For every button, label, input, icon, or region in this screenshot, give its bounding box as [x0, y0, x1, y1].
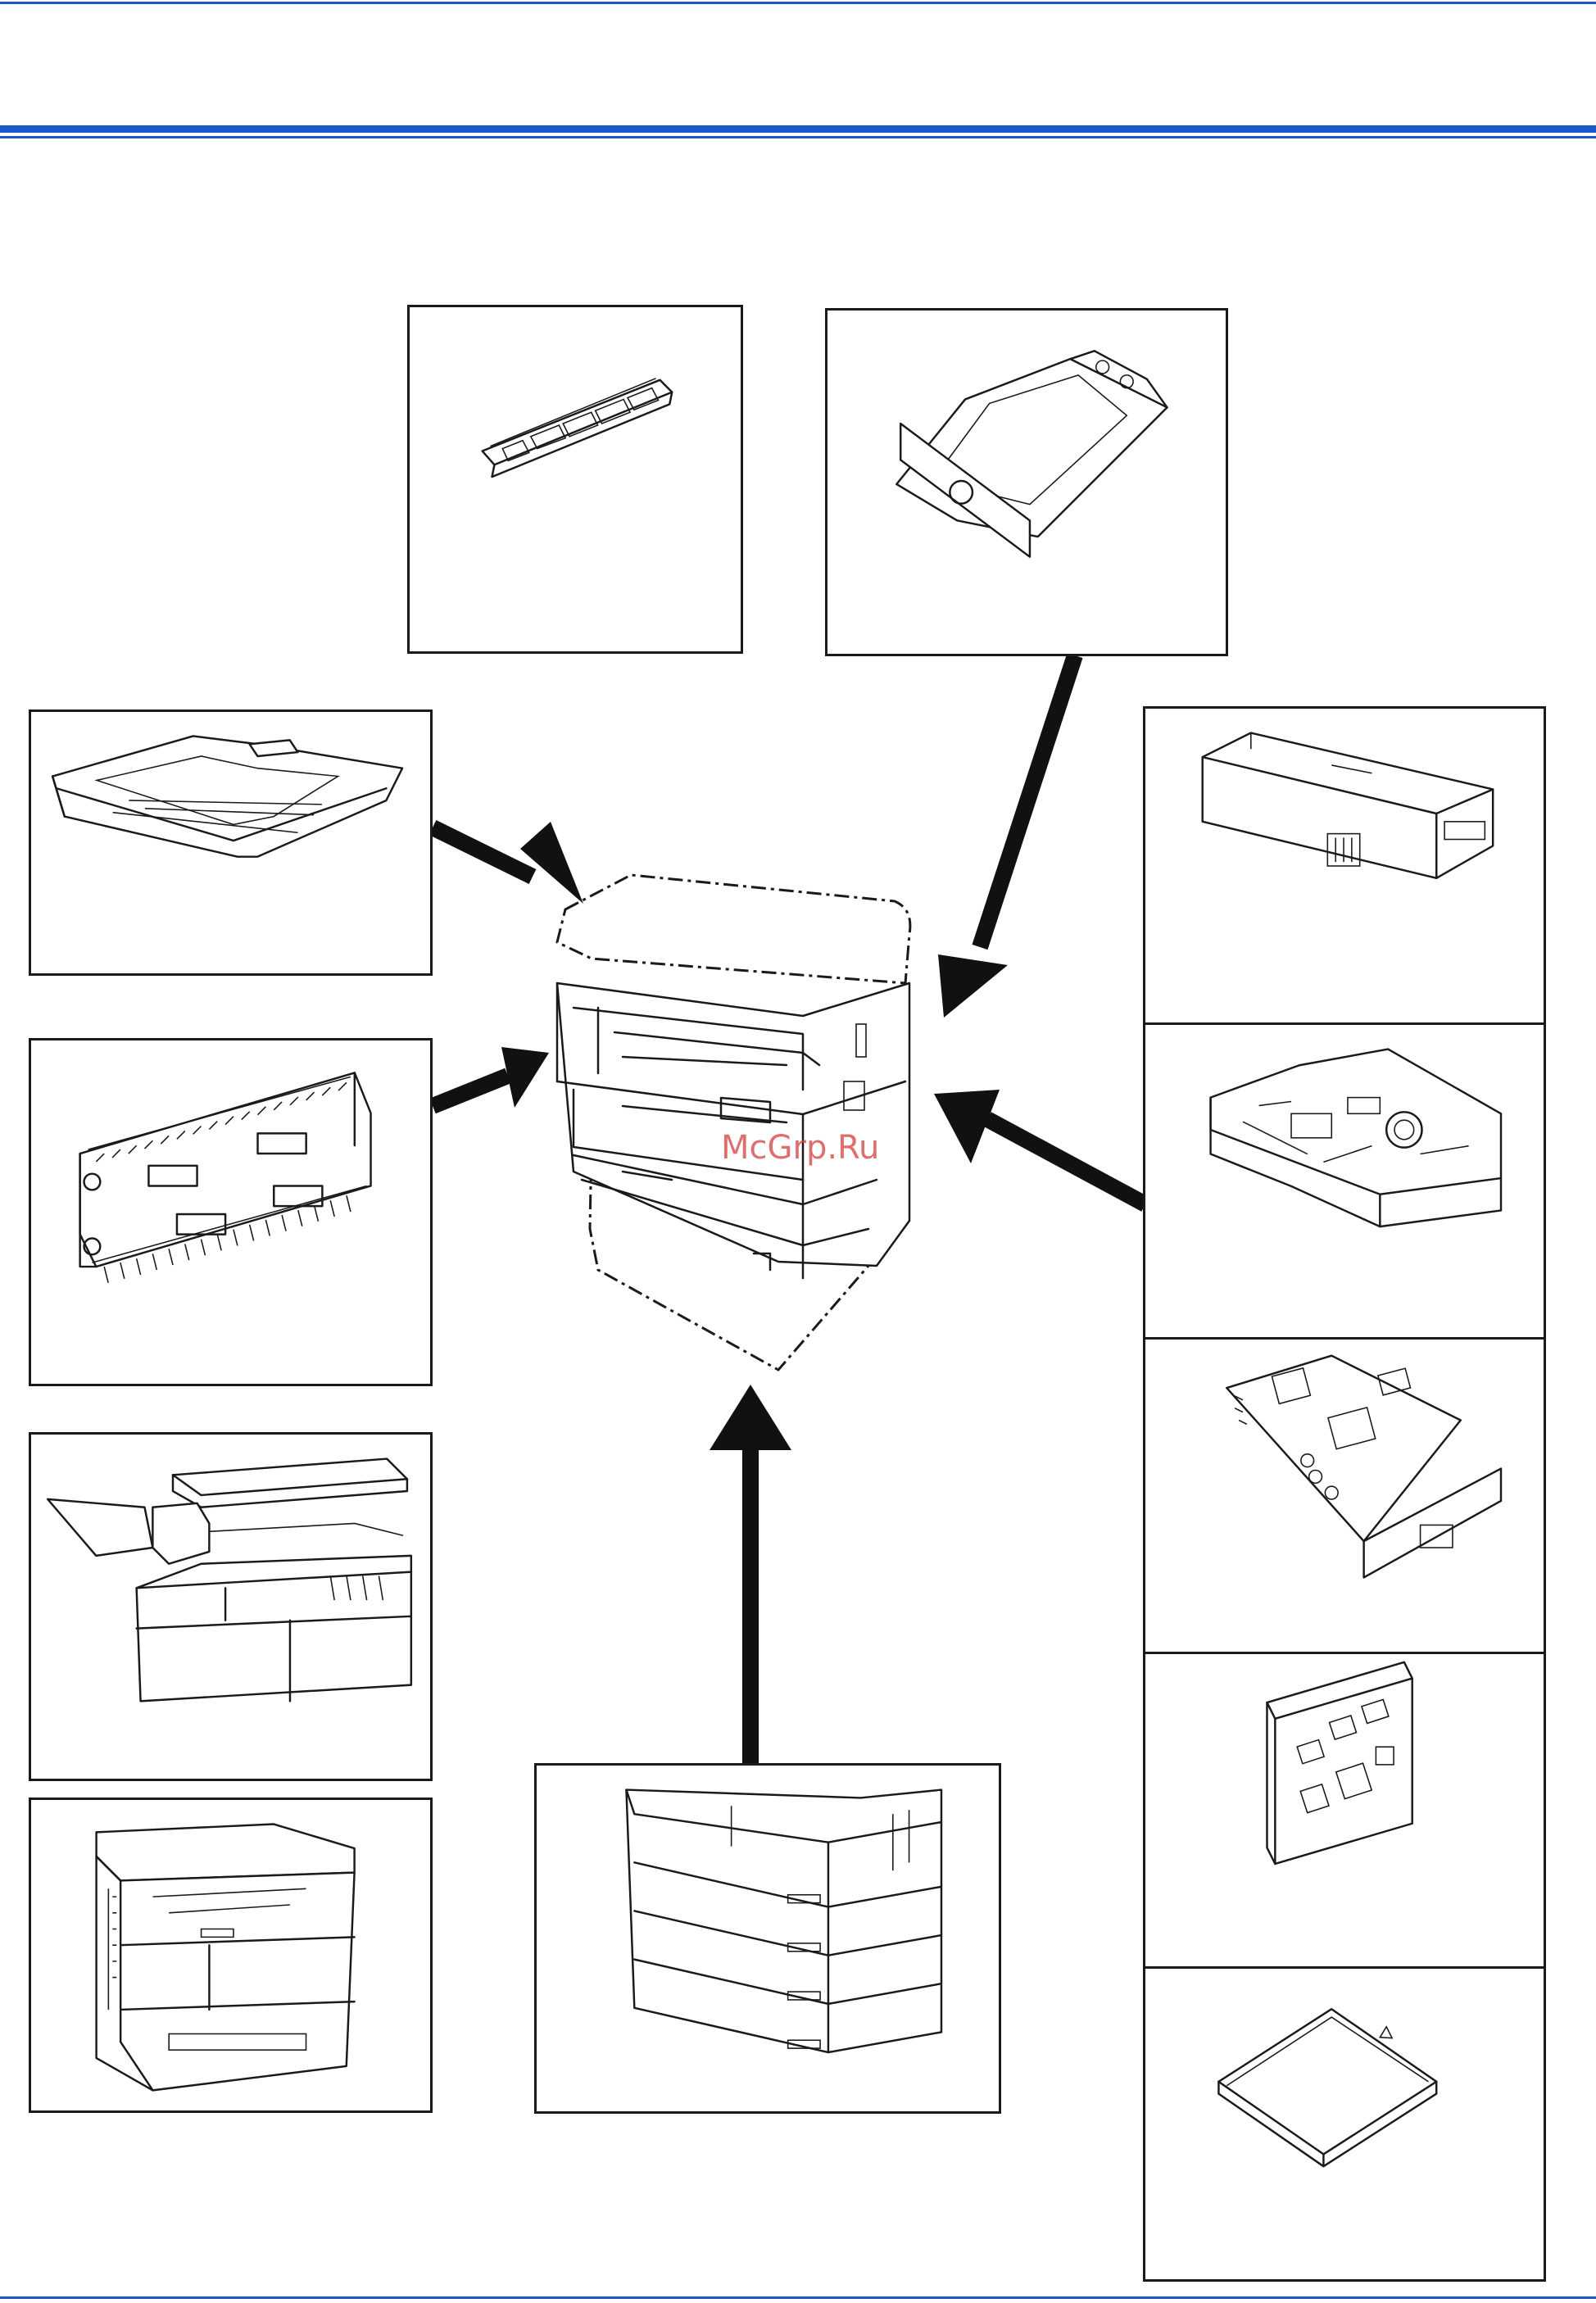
scanner-card-icon [1145, 1654, 1544, 1967]
arrow-head-duplex-unit [501, 1047, 549, 1108]
arrow-head-hard-disk [938, 954, 1008, 1018]
finisher-icon [31, 1435, 430, 1779]
panel-scanner-card [1143, 1652, 1546, 1970]
panel-compact-flash [1143, 1966, 1546, 2282]
fax-kit-icon [1145, 709, 1544, 1023]
panel-hard-disk [825, 308, 1228, 656]
panel-duplex-unit [29, 1038, 433, 1386]
arrow-shaft-hard-disk [980, 655, 1075, 947]
main-copier-illustration [557, 875, 910, 1370]
panel-network-card [1143, 1337, 1546, 1655]
panel-memory-module [407, 305, 743, 654]
printer-board-icon [1145, 1025, 1544, 1338]
arrow-shaft-document-processor [433, 827, 533, 877]
watermark: McGrp.Ru [721, 1129, 879, 1167]
paper-feeder-icon [537, 1766, 999, 2111]
arrow-shaft-right-options [987, 1119, 1145, 1204]
compact-flash-icon [1145, 1969, 1544, 2279]
panel-paper-feeder [534, 1763, 1001, 2114]
panel-copier [29, 1798, 433, 2113]
hard-disk-icon [827, 311, 1226, 654]
memory-module-icon [410, 307, 741, 651]
arrow-shaft-duplex-unit [433, 1076, 508, 1106]
panel-fax-kit [1143, 706, 1546, 1026]
document-processor-icon [31, 712, 430, 973]
arrow-head-paper-feeder [710, 1385, 791, 1450]
copier-icon [31, 1800, 430, 2110]
panel-document-processor [29, 709, 433, 976]
duplex-unit-icon [31, 1040, 430, 1384]
network-card-icon [1145, 1340, 1544, 1652]
panel-printer-board [1143, 1022, 1546, 1340]
arrow-head-document-processor [520, 822, 583, 904]
panel-finisher [29, 1432, 433, 1781]
